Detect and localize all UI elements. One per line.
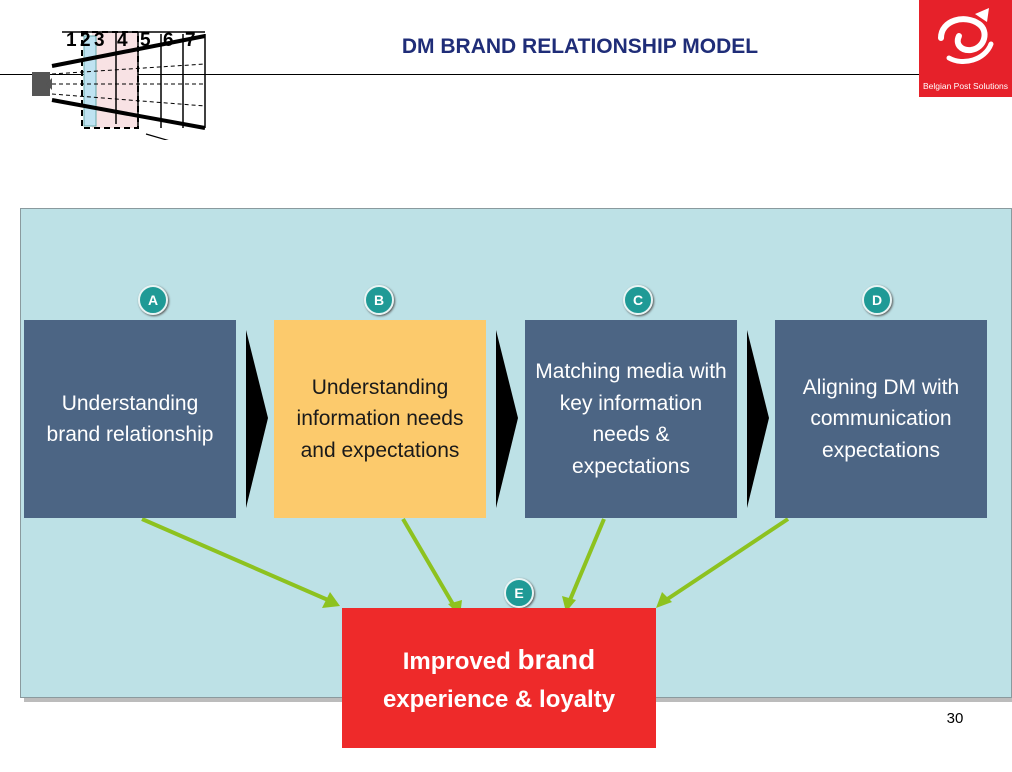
result-prefix: Improved bbox=[402, 647, 518, 675]
connector-a bbox=[141, 517, 329, 602]
logo-text: Belgian Post Solutions bbox=[922, 81, 1009, 91]
mini-step-number: 5 bbox=[140, 30, 151, 51]
result-emphasis: brand bbox=[517, 643, 596, 675]
connector-c bbox=[568, 518, 606, 601]
mini-step-number: 2 bbox=[80, 30, 91, 51]
chevron-arrow-3 bbox=[747, 330, 769, 508]
mini-step-number: 7 bbox=[185, 30, 196, 51]
chevron-arrow-1 bbox=[246, 330, 268, 508]
step-aligning-dm: Aligning DM with communication expectati… bbox=[775, 320, 987, 518]
belgian-post-logo bbox=[919, 0, 1012, 97]
chevron-arrow-2 bbox=[496, 330, 518, 508]
header-divider bbox=[0, 74, 920, 75]
result-suffix: experience & loyalty bbox=[382, 686, 616, 714]
mini-step-number: 1 bbox=[66, 30, 77, 51]
badge-e: E bbox=[504, 578, 534, 608]
mini-step-number: 4 bbox=[117, 30, 128, 51]
badge-c: C bbox=[623, 285, 653, 315]
step-understanding-information-needs: Understanding information needs and expe… bbox=[274, 320, 486, 518]
page-title: DM BRAND RELATIONSHIP MODEL bbox=[401, 35, 759, 58]
post-horn-icon bbox=[938, 8, 994, 64]
connector-d bbox=[664, 517, 790, 602]
mini-step-number: 3 bbox=[94, 30, 105, 51]
connector-b bbox=[401, 517, 456, 608]
badge-d: D bbox=[862, 285, 892, 315]
step-understanding-brand-relationship: Understanding brand relationship bbox=[24, 320, 236, 518]
page-number: 30 bbox=[946, 710, 964, 727]
mini-step-number: 6 bbox=[163, 30, 174, 51]
badge-b: B bbox=[364, 285, 394, 315]
badge-a: A bbox=[138, 285, 168, 315]
mini-source-block bbox=[32, 72, 50, 96]
result-box: Improved brand experience & loyalty bbox=[342, 608, 656, 748]
step-matching-media: Matching media with key information need… bbox=[525, 320, 737, 518]
